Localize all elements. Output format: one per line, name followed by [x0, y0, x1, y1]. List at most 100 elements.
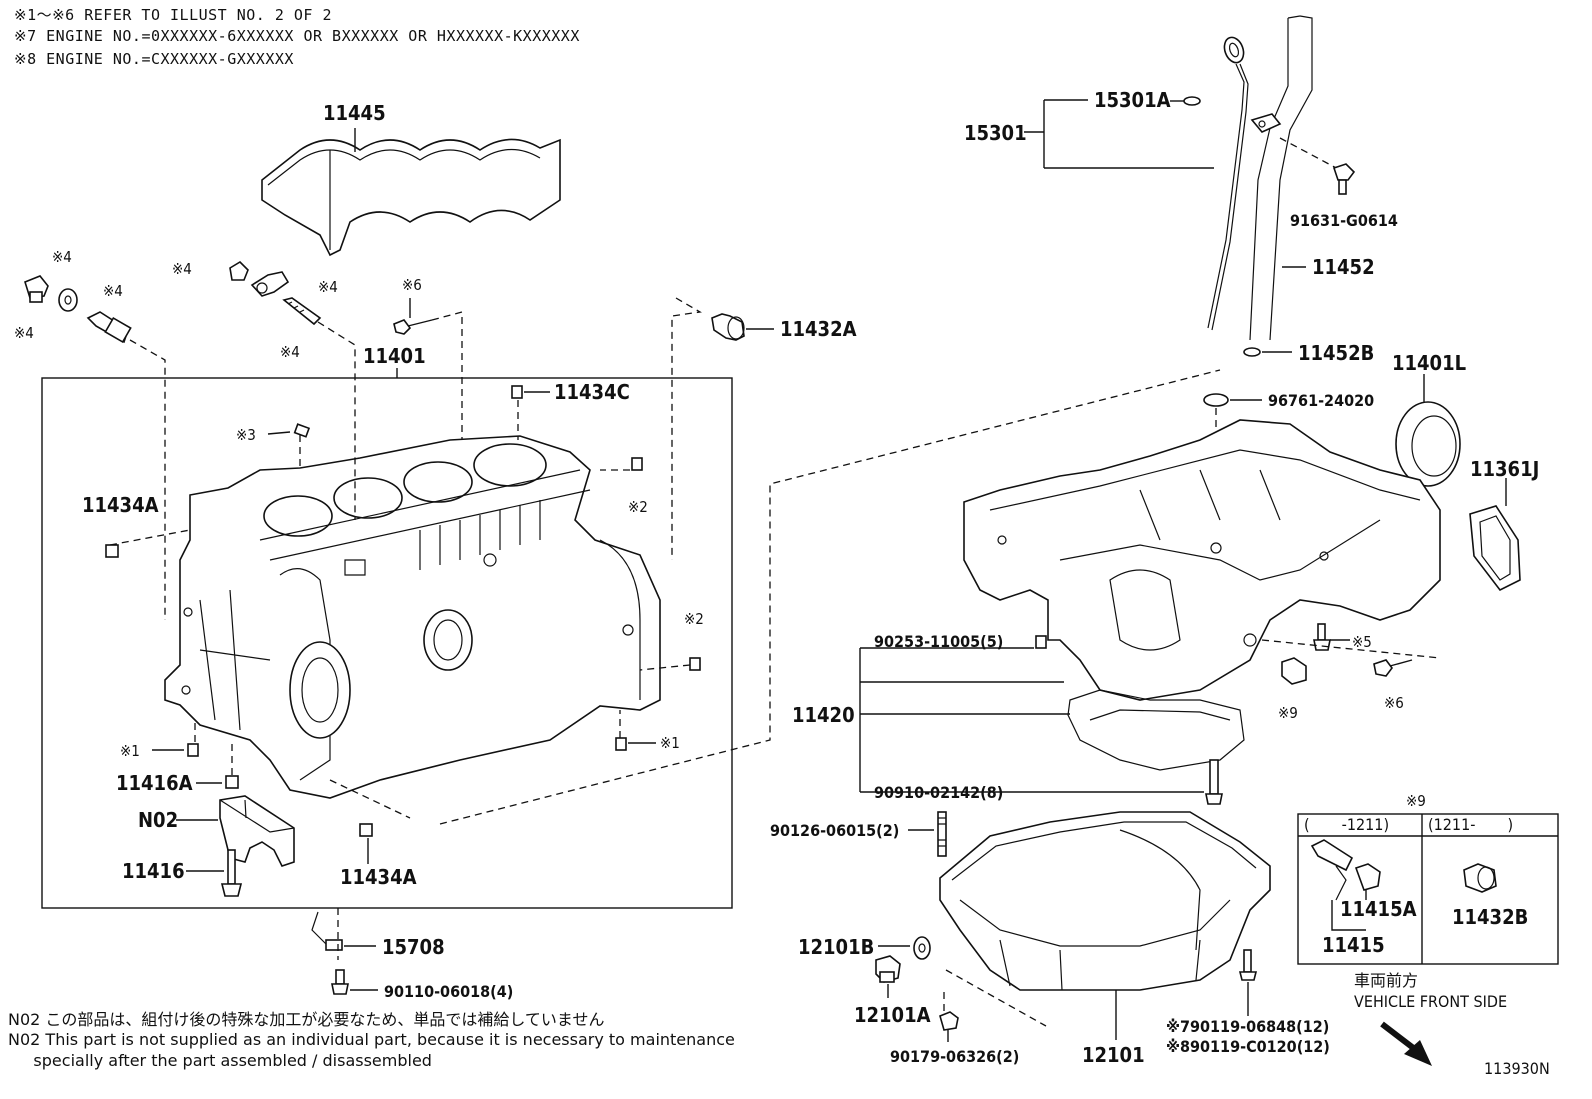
pin-11434C[interactable]	[511, 385, 523, 399]
illustration-number: 113930N	[1484, 1059, 1550, 1078]
oring-15301A[interactable]	[1183, 96, 1201, 106]
bolt-mark6[interactable]	[393, 319, 433, 335]
gasket-12101B[interactable]	[913, 936, 931, 960]
bolt-mark4-a[interactable]	[24, 275, 49, 303]
label-11361J: 11361J	[1470, 457, 1539, 481]
label-11416A: 11416A	[116, 771, 193, 795]
gauge-guide-11452[interactable]	[1249, 15, 1313, 341]
washer-mark4[interactable]	[58, 288, 78, 312]
label-90126: 90126-06015(2)	[770, 821, 899, 840]
insulator-11445[interactable]	[261, 138, 561, 257]
label-11432A: 11432A	[780, 317, 857, 341]
label-12101A: 12101A	[854, 1003, 931, 1027]
plug-11415A[interactable]	[1354, 863, 1381, 891]
mark-2a: ※2	[628, 498, 648, 516]
label-11452: 11452	[1312, 255, 1375, 279]
pin-mark2-a[interactable]	[631, 457, 643, 471]
oil-seal-11401L[interactable]	[1395, 401, 1461, 487]
footnote-en-1: N02 This part is not supplied as an indi…	[8, 1030, 735, 1049]
mark-4f: ※4	[280, 343, 300, 361]
pin-mark3[interactable]	[293, 423, 311, 438]
pin-mark1-b[interactable]	[615, 737, 627, 751]
label-11434C: 11434C	[554, 380, 630, 404]
label-11416: 11416	[122, 859, 185, 883]
note-7: ※7 ENGINE NO.=0XXXXXX-6XXXXXX OR BXXXXXX…	[14, 27, 580, 45]
oil-pan-12101[interactable]	[939, 811, 1271, 991]
drain-plug-12101A[interactable]	[875, 955, 901, 983]
oil-pan-upper-11420[interactable]	[963, 419, 1441, 771]
mark-2b: ※2	[684, 610, 704, 628]
mark-5: ※5	[1352, 633, 1372, 651]
bolt-mark5[interactable]	[1313, 623, 1331, 651]
pin-11416A[interactable]	[225, 775, 239, 789]
stud-90126[interactable]	[937, 811, 947, 857]
plug-11432B[interactable]	[1463, 863, 1497, 893]
inset-col-2: (1211- )	[1428, 815, 1513, 834]
pin-mark1-a[interactable]	[187, 743, 199, 757]
label-91631: 91631-G0614	[1290, 211, 1398, 230]
mark-9b: ※9	[1406, 792, 1426, 810]
pin-11434A-bottom[interactable]	[359, 823, 373, 837]
cover-11361J[interactable]	[1469, 505, 1521, 592]
label-15708: 15708	[382, 935, 445, 959]
label-11434A-left: 11434A	[82, 493, 159, 517]
bolt-11416[interactable]	[220, 849, 243, 897]
plug-11432A[interactable]	[711, 313, 745, 341]
union-bolt-11415[interactable]	[1310, 839, 1354, 901]
label-11415A: 11415A	[1340, 897, 1417, 921]
label-90179: 90179-06326(2)	[890, 1047, 1019, 1066]
nut-90179[interactable]	[939, 1011, 959, 1031]
bracket-mark4[interactable]	[250, 271, 290, 297]
front-side-en: VEHICLE FRONT SIDE	[1354, 992, 1507, 1011]
level-gauge-15301[interactable]	[1207, 35, 1249, 331]
union-bolt-mark4[interactable]	[86, 311, 132, 344]
cylinder-block-11401[interactable]	[164, 435, 661, 799]
oring-11452B[interactable]	[1243, 347, 1261, 357]
bolt-90910[interactable]	[1205, 759, 1223, 805]
label-890119: ※890119-C0120(12)	[1166, 1037, 1330, 1056]
mark-1a: ※1	[120, 742, 140, 760]
mark-9a: ※9	[1278, 704, 1298, 722]
label-90110: 90110-06018(4)	[384, 982, 513, 1001]
label-90253: 90253-11005(5)	[874, 632, 1003, 651]
nut-mark4[interactable]	[229, 260, 249, 281]
mark-4d: ※4	[172, 260, 192, 278]
block-group-frame	[41, 377, 733, 909]
mark-4e: ※4	[318, 278, 338, 296]
mark-4a: ※4	[52, 248, 72, 266]
mark-6b: ※6	[1384, 694, 1404, 712]
footnote-en-2: specially after the part assembled / dis…	[8, 1051, 432, 1070]
label-12101: 12101	[1082, 1043, 1145, 1067]
note-8: ※8 ENGINE NO.=CXXXXXX-GXXXXXX	[14, 50, 294, 68]
mark-4c: ※4	[103, 282, 123, 300]
inset-col-1: ( -1211)	[1304, 815, 1389, 834]
pin-90253[interactable]	[1035, 635, 1047, 649]
label-11401L: 11401L	[1392, 351, 1466, 375]
bolt-90119[interactable]	[1238, 949, 1258, 981]
label-90910: 90910-02142(8)	[874, 783, 1003, 802]
stud-mark4[interactable]	[282, 297, 322, 326]
pin-11434A-left[interactable]	[105, 544, 119, 558]
plug-mark9[interactable]	[1281, 657, 1307, 685]
bolt-mark6-b[interactable]	[1373, 659, 1413, 677]
footnote-jp: N02 この部品は、組付け後の特殊な加工が必要なため、単品では補給していません	[8, 1010, 605, 1029]
front-side-jp: 車両前方	[1354, 971, 1418, 990]
pin-mark2-b[interactable]	[689, 657, 701, 671]
oring-96761[interactable]	[1203, 393, 1229, 407]
note-1: ※1～※6 REFER TO ILLUST NO. 2 OF 2	[14, 6, 333, 24]
bolt-90110[interactable]	[331, 969, 349, 995]
label-11445: 11445	[323, 101, 386, 125]
mark-1b: ※1	[660, 734, 680, 752]
oil-jet-15708[interactable]	[311, 911, 343, 951]
label-15301A: 15301A	[1094, 88, 1171, 112]
bolt-91631[interactable]	[1332, 163, 1356, 195]
label-96761: 96761-24020	[1268, 391, 1374, 410]
label-N02: N02	[138, 808, 178, 832]
front-arrow-icon	[1380, 1021, 1432, 1066]
label-15301: 15301	[964, 121, 1027, 145]
label-11452B: 11452B	[1298, 341, 1374, 365]
mark-3: ※3	[236, 426, 256, 444]
label-790119: ※790119-06848(12)	[1166, 1017, 1329, 1036]
mark-6a: ※6	[402, 276, 422, 294]
